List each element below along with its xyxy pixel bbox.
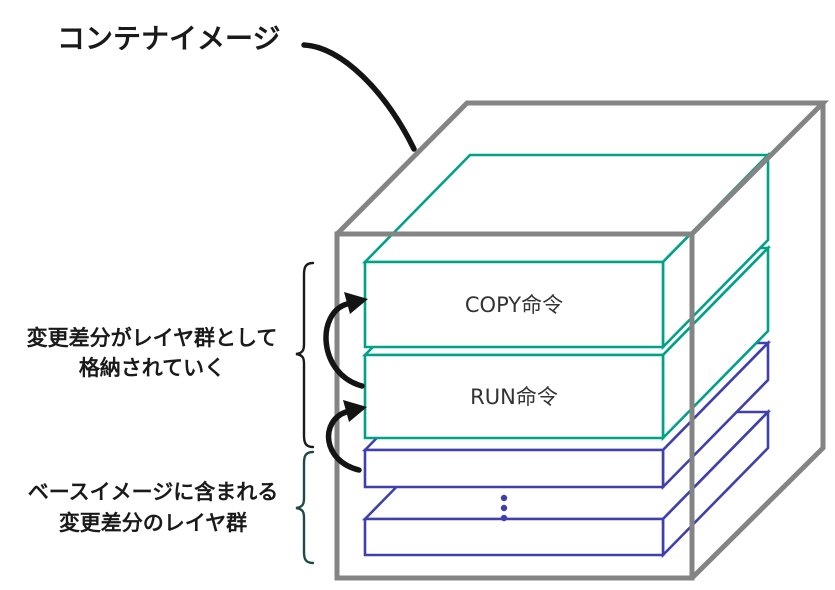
title-pointer-line (301, 42, 417, 152)
layer-run-front-face (363, 353, 665, 440)
ellipsis-dot (500, 514, 508, 522)
arrow-base-to-run (325, 409, 362, 473)
ellipsis-dot (500, 494, 508, 502)
container-box-right-face (690, 103, 826, 580)
container-box-top-face (335, 100, 830, 236)
layer-copy-front-face (363, 260, 665, 349)
upper-annotation: 変更差分がレイヤ群として 格納されていく (27, 326, 278, 380)
arrow-run-to-copy (323, 301, 365, 389)
container-box-front-face (334, 231, 695, 581)
ellipsis-dot (500, 504, 508, 512)
upper-annotation-line-1: 変更差分がレイヤ群として (27, 326, 278, 350)
container-box (334, 100, 830, 581)
arrow-base-to-run-head (343, 400, 367, 422)
layer-copy-label: COPY命令 (465, 293, 563, 317)
upper-annotation-line-2: 格納されていく (79, 356, 225, 380)
diagram-title: コンテナイメージ (57, 22, 280, 55)
base-layers-ellipsis (500, 494, 508, 522)
lower-brace (295, 450, 315, 565)
layer-run-label: RUN命令 (470, 385, 558, 409)
upper-brace (295, 261, 315, 449)
layer-base-1-front-face (363, 448, 665, 489)
lower-annotation: ベースイメージに含まれる 変更差分のレイヤ群 (28, 480, 279, 535)
lower-annotation-line-1: ベースイメージに含まれる (28, 480, 279, 504)
arrow-run-to-copy-head (344, 292, 368, 314)
layer-stack-arrows (323, 292, 368, 473)
layer-base-2-front-face (363, 517, 665, 557)
lower-annotation-line-2: 変更差分のレイヤ群 (59, 511, 247, 535)
